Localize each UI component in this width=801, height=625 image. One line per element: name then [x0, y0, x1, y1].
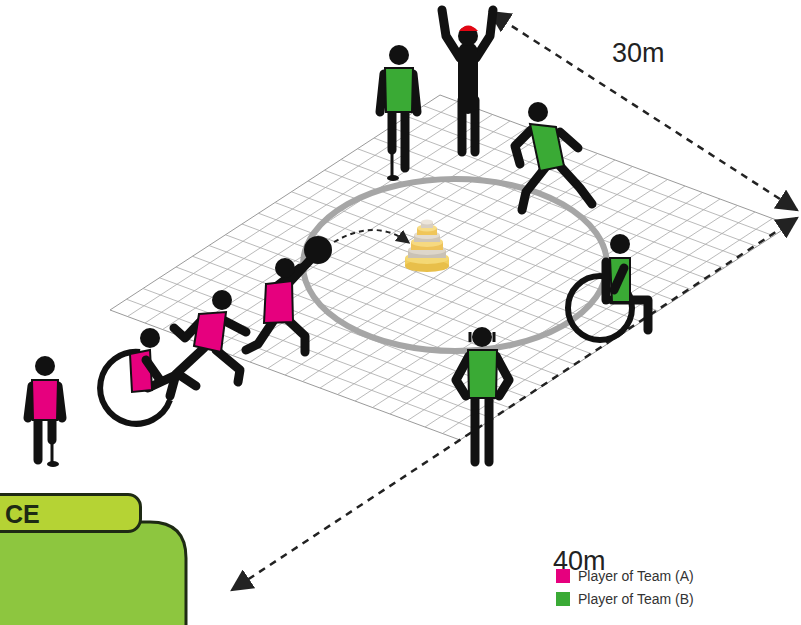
- throw-path: [334, 230, 408, 242]
- player-head: [610, 234, 630, 254]
- legend-item: Player of Team (B): [556, 591, 694, 607]
- legend-swatch: [556, 569, 570, 583]
- chair-back: [602, 262, 611, 300]
- red-cap: [459, 26, 478, 32]
- prosthetic-foot: [387, 175, 399, 181]
- player-head: [472, 327, 492, 347]
- prosthetic-foot: [47, 461, 59, 467]
- player-head: [528, 102, 548, 122]
- prosthetic-leg: [391, 150, 394, 176]
- player-torso: [458, 52, 478, 104]
- stack-layer: [421, 220, 433, 225]
- legend-item: Player of Team (A): [556, 568, 694, 584]
- player-legs: [246, 320, 305, 352]
- team-shirt: [468, 350, 497, 398]
- player-b-prosthetic: [380, 45, 417, 181]
- player-arms: [146, 360, 160, 380]
- referee: [442, 10, 493, 152]
- player-legs: [612, 300, 648, 330]
- team-shirt: [385, 68, 413, 112]
- team-shirt: [610, 258, 630, 302]
- player-head: [35, 356, 55, 376]
- dimension-line: [232, 218, 797, 590]
- team-shirt: [194, 312, 226, 352]
- field-grid: [110, 95, 790, 440]
- prosthetic-leg: [51, 440, 54, 462]
- player-legs: [38, 418, 52, 460]
- player-arms: [614, 268, 624, 290]
- player-head: [275, 258, 295, 278]
- center-circle: [303, 179, 607, 351]
- player-b-wheelchair: [568, 234, 648, 340]
- player-ears: [470, 332, 494, 342]
- dimension-label: 30m: [612, 38, 665, 69]
- legend-text: Player of Team (A): [578, 568, 694, 584]
- player-head: [140, 328, 160, 348]
- field-outline: [110, 95, 790, 440]
- player-a-wheelchair: [100, 328, 196, 424]
- player-head: [458, 26, 478, 46]
- player-legs: [475, 394, 489, 462]
- team-shirt: [530, 124, 564, 171]
- player-legs: [522, 166, 592, 210]
- player-b-running: [515, 102, 592, 210]
- player-head: [389, 45, 409, 65]
- badge-text: CE: [5, 500, 139, 529]
- player-head: [212, 290, 232, 310]
- player-a-thrower: [246, 236, 332, 352]
- ball: [304, 236, 332, 264]
- legend-text: Player of Team (B): [578, 591, 694, 607]
- legend-swatch: [556, 592, 570, 606]
- badge-box: CE: [0, 493, 142, 533]
- grid-lines: [110, 95, 790, 440]
- player-legs: [392, 110, 405, 168]
- player-a-prosthetic: [28, 356, 62, 467]
- player-b-standing: [456, 327, 509, 462]
- dimension-line: [490, 12, 797, 210]
- target-stack: [405, 220, 449, 273]
- badge-panel: [0, 522, 186, 625]
- team-shirt: [32, 380, 58, 420]
- team-shirt: [264, 281, 293, 323]
